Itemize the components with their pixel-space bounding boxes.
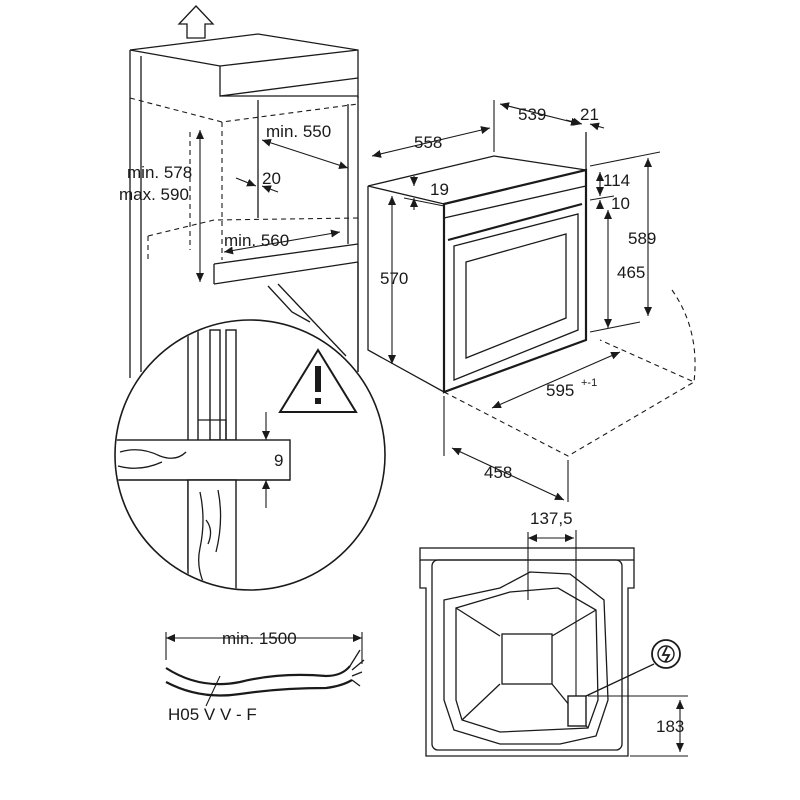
detail-leader xyxy=(267,285,311,323)
niche-height-max-label: max. 590 xyxy=(119,185,189,204)
niche-gap-label: 20 xyxy=(262,169,281,188)
niche-min-depth-label: min. 560 xyxy=(224,231,289,250)
fan-cover xyxy=(501,633,553,685)
oven-body xyxy=(367,132,588,394)
terminal-box xyxy=(567,695,587,727)
cable-type-label: H05 V V - F xyxy=(168,705,257,724)
oven-frame-offset-label: 19 xyxy=(430,180,449,199)
terminal-height-label: 183 xyxy=(656,717,684,736)
oven-door-thickness-label: 21 xyxy=(580,105,599,124)
oven-rear-view: 137,5 183 xyxy=(419,509,688,757)
oven-height-top-label: 114 xyxy=(603,171,630,190)
oven-width-total-label: 595 xyxy=(546,381,574,400)
niche-dimensions: min. 550 20 min. 560 min. 578 max. 590 xyxy=(119,122,349,282)
oven-height-body-label: 570 xyxy=(380,269,408,288)
lift-up-arrow-icon xyxy=(177,5,215,39)
cable-line xyxy=(165,665,351,686)
oven-depth-body-label: 539 xyxy=(518,105,546,124)
oven-height-total-label: 589 xyxy=(628,229,656,248)
electric-connection-icon xyxy=(651,639,681,669)
niche-min-width-label: min. 550 xyxy=(266,122,331,141)
terminal-offset-label: 137,5 xyxy=(530,509,573,528)
power-cable: min. 1500 H05 V V - F xyxy=(165,629,365,724)
oven-floor-depth-label: 458 xyxy=(484,463,512,482)
cable-min-length-label: min. 1500 xyxy=(222,629,297,648)
detail-magnifier: 9 xyxy=(114,319,386,591)
niche-height-min-label: min. 578 xyxy=(127,163,192,182)
oven-height-step-label: 10 xyxy=(611,194,630,213)
oven-dimensions: 558 539 21 19 570 114 10 465 589 595 +-1 xyxy=(371,100,696,502)
detail-gap-label: 9 xyxy=(274,451,283,470)
oven-width-tolerance-label: +-1 xyxy=(581,377,597,389)
oven-depth-total-label: 558 xyxy=(414,133,442,152)
oven-height-panel-label: 465 xyxy=(617,263,645,282)
